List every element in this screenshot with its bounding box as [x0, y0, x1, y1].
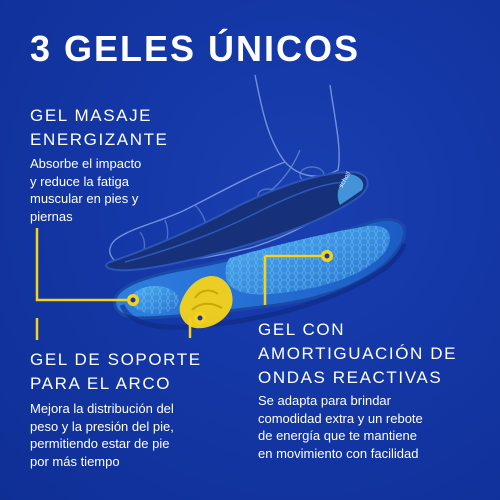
page-title: 3 GELES ÚNICOS — [30, 28, 361, 69]
callout-lines — [35, 228, 267, 340]
callout-dots — [127, 250, 333, 324]
section-body: Mejora la distribución del peso y la pre… — [30, 401, 174, 469]
section-body: Absorbe el impacto y reduce la fatiga mu… — [30, 156, 142, 224]
section-heading: GEL MASAJE ENERGIZANTE — [30, 106, 169, 149]
foot-outline — [109, 74, 349, 265]
lower-insole — [113, 218, 407, 330]
section-heading: GEL DE SOPORTE PARA EL ARCO — [30, 350, 202, 393]
upper-insole: scholl — [105, 170, 369, 272]
section-heading: GEL CON AMORTIGUACIÓN DE ONDAS REACTIVAS — [258, 320, 458, 387]
section-body: Se adapta para brindar comodidad extra y… — [258, 393, 423, 461]
